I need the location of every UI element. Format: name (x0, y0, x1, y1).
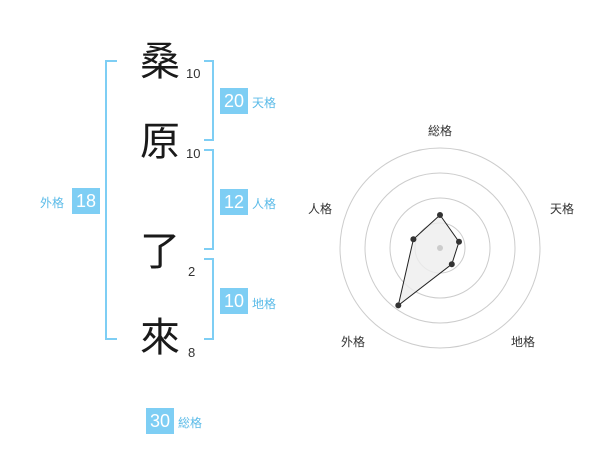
radar-point-2 (456, 238, 462, 245)
radar-axis-label-2: 天格 (550, 202, 575, 216)
tenkaku-label: 天格 (252, 96, 277, 110)
radar-points (395, 212, 462, 309)
name-char-1: 桑 (140, 39, 180, 85)
radar-center-dot (437, 245, 443, 251)
gaikaku-label: 外格 (40, 196, 65, 210)
jinkaku-score-badge: 12 (220, 189, 248, 215)
radar-ring (389, 197, 491, 299)
chikaku-score-badge: 10 (220, 288, 248, 314)
name-char-4-strokes: 8 (188, 345, 196, 360)
name-char-1-strokes: 10 (186, 66, 201, 81)
jinkaku-label: 人格 (252, 197, 277, 211)
radar-ring (339, 147, 541, 349)
radar-point-1 (437, 212, 443, 218)
soukaku-score-badge: 30 (146, 408, 174, 434)
outer-bracket (105, 60, 117, 340)
jinkaku-bracket (204, 149, 214, 250)
radar-rings (339, 147, 541, 349)
chikaku-bracket (204, 258, 214, 340)
radar-point-5 (410, 236, 417, 243)
name-char-4: 來 (140, 315, 180, 361)
radar-polygon (397, 214, 460, 307)
name-char-3: 了 (140, 229, 180, 275)
name-char-2-strokes: 10 (186, 146, 201, 161)
gaikaku-score-badge: 18 (72, 188, 100, 214)
name-char-2: 原 (140, 119, 180, 165)
radar-point-3 (448, 261, 455, 268)
tenkaku-bracket (204, 60, 214, 141)
radar-axis-label-3: 地格 (511, 335, 536, 349)
radar-axis-label-1: 総格 (428, 124, 453, 138)
radar-ring (364, 172, 516, 324)
tenkaku-score-badge: 20 (220, 88, 248, 114)
radar-axis-label-5: 人格 (308, 202, 333, 216)
soukaku-label: 総格 (178, 416, 203, 430)
chikaku-label: 地格 (252, 297, 277, 311)
radar-axis-label-4: 外格 (341, 335, 366, 349)
radar-point-4 (395, 302, 402, 309)
name-char-3-strokes: 2 (188, 264, 196, 279)
